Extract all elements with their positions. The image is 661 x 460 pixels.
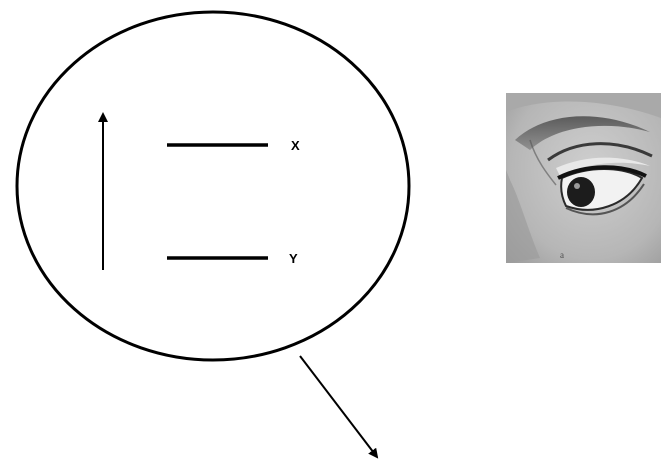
magnifier-circle bbox=[17, 12, 409, 360]
line-y-label: Y bbox=[289, 251, 298, 266]
down-right-arrow-icon bbox=[300, 356, 377, 457]
eye-drawing bbox=[506, 93, 661, 263]
photo-caption: a bbox=[560, 250, 564, 260]
line-x-label: X bbox=[291, 138, 300, 153]
